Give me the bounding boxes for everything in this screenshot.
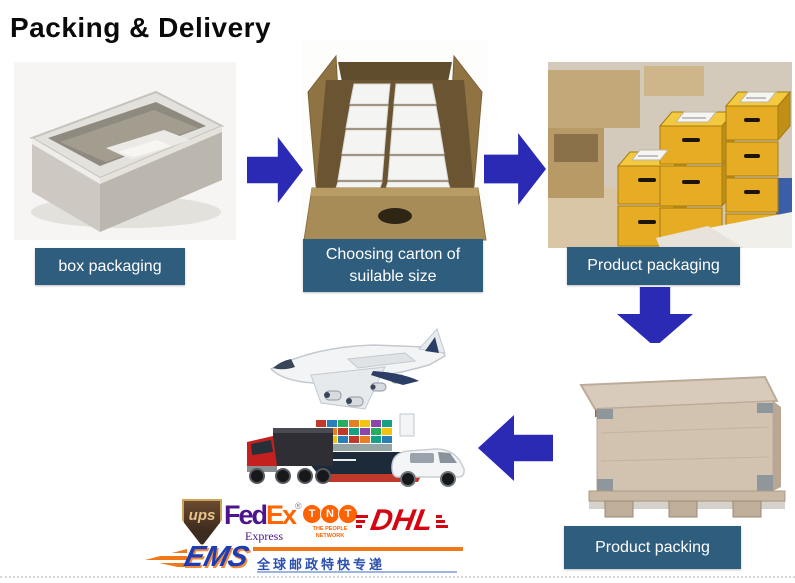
caption-line1: Choosing carton of: [325, 245, 461, 263]
stacked-yellow-parcels-photo: [548, 62, 792, 248]
ems-logo: EMS 全球邮政特快专递: [145, 541, 465, 579]
step-caption-choosing-carton: Choosing carton of suilable size: [303, 239, 483, 292]
arrow-right-icon: [247, 137, 303, 203]
tnt-tagline: THE PEOPLE NETWORK: [312, 526, 348, 539]
step-caption-box-packaging: box packaging: [35, 248, 185, 285]
step-caption-product-packing: Product packing: [564, 526, 741, 569]
bottom-dotted-divider: [0, 576, 795, 578]
registered-mark: ®: [295, 501, 302, 511]
tnt-circles: T N T: [302, 504, 358, 524]
ems-logo-text: EMS: [181, 541, 252, 573]
fedex-logo-text-ex: Ex: [266, 500, 297, 530]
fedex-express-text: Express: [245, 529, 283, 543]
caption-text: Product packaging: [587, 257, 720, 275]
step-caption-product-packaging: Product packaging: [567, 247, 740, 285]
arrow-right-icon: [484, 133, 546, 205]
tnt-logo: T N T THE PEOPLE NETWORK: [302, 504, 358, 546]
open-gift-box-photo: [14, 62, 236, 240]
arrow-left-icon: [478, 415, 558, 481]
tnt-circle-t2: T: [338, 504, 358, 524]
dhl-stripes-left: [356, 514, 368, 528]
carton-with-white-boxes-photo: [302, 40, 488, 242]
wooden-crate-illustration: [579, 375, 786, 518]
arrow-down-icon: [617, 287, 693, 347]
red-truck-icon: [247, 428, 333, 484]
dhl-logo-text: DHL: [368, 504, 436, 537]
caption-line2: suilable size: [349, 267, 437, 285]
ems-orange-rule: [253, 547, 463, 551]
tnt-circle-t1: T: [302, 504, 322, 524]
cargo-airplane-icon: [269, 328, 446, 410]
ems-sub-rule: [257, 571, 457, 573]
carton-illustration: [303, 54, 487, 241]
caption-text: box packaging: [58, 257, 162, 275]
open-box-illustration: [29, 90, 225, 232]
ems-chinese-tagline: 全球邮政特快专递: [257, 557, 386, 572]
page-title: Packing & Delivery: [10, 12, 272, 43]
white-van-icon: [391, 448, 465, 487]
yellow-parcels-illustration: [548, 62, 792, 248]
ems-wing-icon: [145, 549, 187, 569]
fedex-logo-text-fed: Fed: [224, 500, 268, 530]
dhl-logo: DHL: [356, 503, 451, 539]
ups-logo-text: ups: [188, 507, 216, 524]
fedex-logo: FedEx® Express: [224, 502, 304, 546]
tnt-circle-n: N: [320, 504, 340, 524]
dhl-stripes-right: [435, 514, 448, 528]
caption-text: Product packing: [595, 538, 710, 556]
wooden-crate-photo: [553, 343, 795, 523]
